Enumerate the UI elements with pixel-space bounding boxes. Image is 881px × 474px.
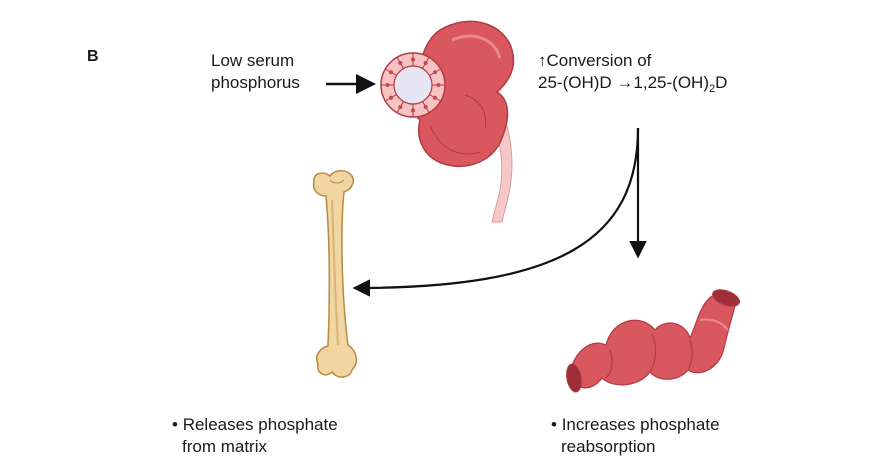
intestine-effect-line-1: Increases phosphate — [561, 415, 720, 434]
bone-effect-line-2: from matrix — [182, 437, 267, 456]
femur-bone-icon — [312, 170, 358, 378]
conversion-substrate: 25-(OH)D — [538, 73, 612, 92]
increase-arrow-glyph: ↑ — [538, 51, 547, 70]
kidney-icon — [409, 20, 515, 223]
product-prefix: 1,25-(OH) — [633, 73, 709, 92]
reaction-arrow-glyph: → — [616, 73, 634, 92]
bone-effect-line-1: Releases phosphate — [182, 415, 338, 434]
intestine-effect-text: • Increases phosphate reabsorption — [551, 414, 720, 458]
conversion-product: 1,25-(OH)2D — [633, 73, 728, 95]
intestine-effect-line-2: reabsorption — [561, 437, 656, 456]
bone-effect-bullet: • — [172, 415, 178, 434]
product-subscript: 2 — [708, 83, 716, 95]
intestine-icon — [566, 289, 740, 393]
bone-arrow — [352, 127, 640, 297]
conversion-line-1: Conversion of — [546, 51, 652, 70]
conversion-text: ↑Conversion of 25-(OH)D →1,25-(OH)2D — [538, 50, 728, 95]
intestine-effect-bullet: • — [551, 415, 557, 434]
product-suffix: D — [715, 73, 728, 92]
bone-effect-text: • Releases phosphate from matrix — [172, 414, 338, 458]
panel-label: B — [87, 48, 99, 65]
stimulus-line-1: Low serum — [211, 51, 295, 70]
stimulus-line-2: phosphorus — [211, 73, 300, 92]
stimulus-text: Low serum phosphorus — [211, 50, 300, 94]
tubule-cross-section-icon — [380, 52, 446, 118]
